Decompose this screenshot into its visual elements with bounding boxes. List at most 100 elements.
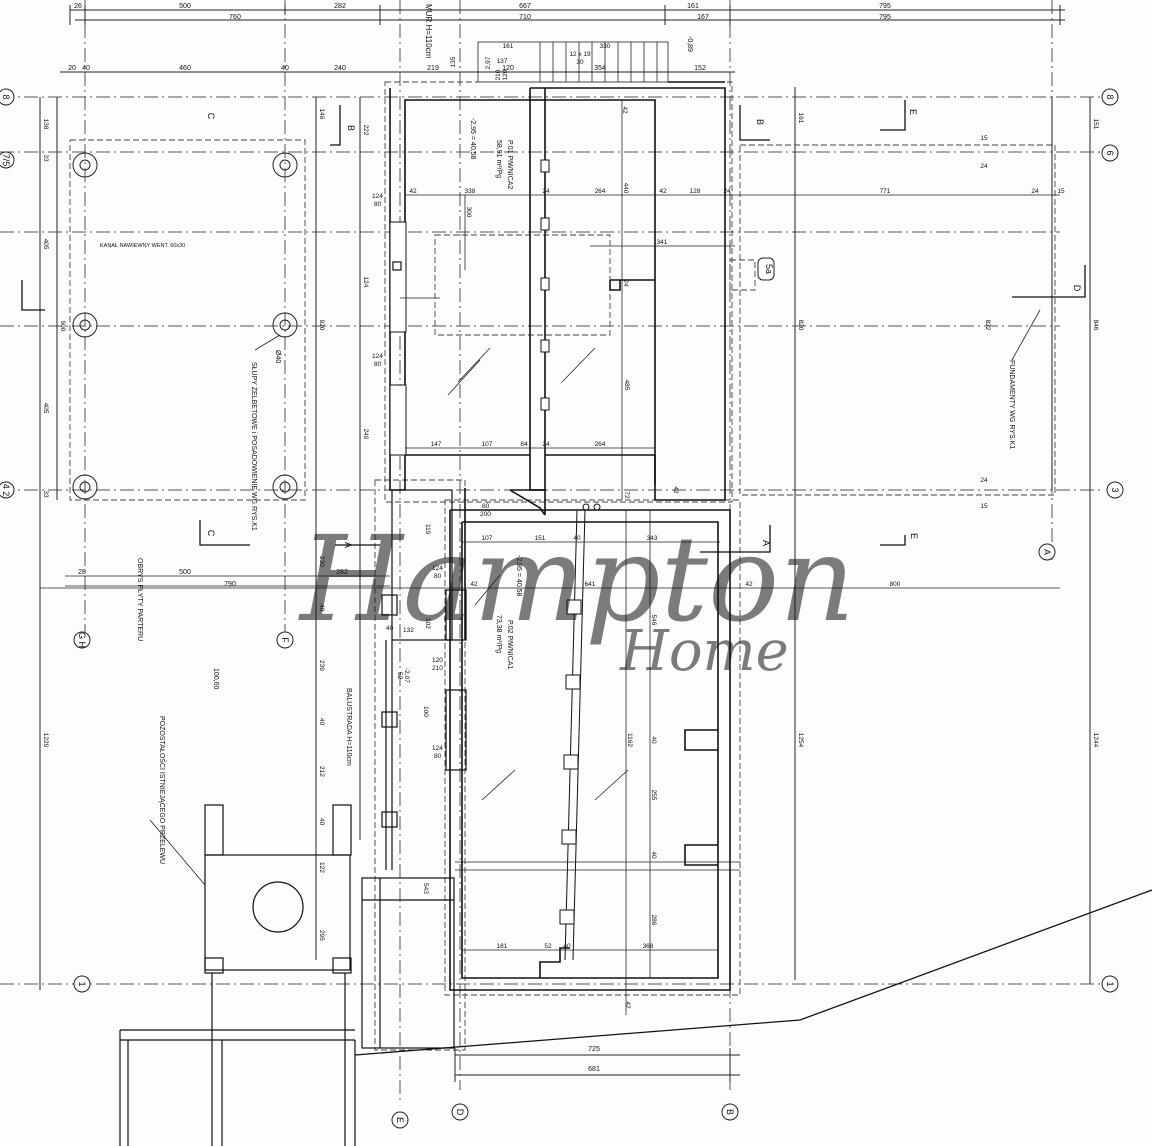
room2-dim-42d: 42 [672, 486, 679, 494]
room1-dim-42-top: 42 [621, 106, 628, 114]
section-mark-b-right: B [755, 119, 765, 125]
foundation-outlines [69, 81, 1056, 1051]
section-mark-b-left: B [346, 125, 356, 131]
room2-dim-42b: 42 [745, 581, 753, 588]
top-dim-7: 760 [229, 14, 241, 21]
left-dims-texts: 138 33 405 900 405 33 146 222 920 124 24… [42, 109, 1099, 748]
col-dim-40a: 40 [318, 604, 325, 612]
room2-dim-343: 343 [647, 535, 658, 542]
columns [72, 152, 298, 500]
room1-dim-128: 128 [690, 188, 701, 195]
axis-bubbles-left [0, 88, 294, 993]
room1-dim-338: 338 [465, 188, 476, 195]
top-dim-5: 161 [687, 3, 699, 10]
room1-level: -2,95 = 40,58 [469, 118, 476, 160]
note-leaders [149, 309, 1041, 886]
site-boundary [354, 889, 1152, 1056]
room1-area: 58,91 m²/Pg [495, 140, 502, 178]
room1-dim-264: 264 [595, 188, 606, 195]
room2-dim-40b: 40 [650, 736, 657, 744]
top-dimension-lines [60, 5, 1065, 73]
section-marker-arrows [21, 100, 1086, 553]
axis-label-6-right: 6 [1105, 150, 1115, 155]
room1-walls [389, 81, 726, 501]
axis-label-3-right: 3 [1110, 487, 1120, 492]
left2-dim-4: 124 [362, 277, 369, 288]
right-dim-24b: 24 [980, 477, 988, 484]
room2-dim-42a: 42 [470, 581, 478, 588]
stair2-d: 100 [422, 706, 429, 717]
window-mark-label: 5a [764, 264, 774, 274]
entrance-dim-texts: 124 80 124 80 124 80 119 40 102 132 40 2… [318, 193, 443, 941]
top-dim-12: 40 [82, 65, 90, 72]
room1-name: P.01 PIWNICA2 [506, 140, 513, 189]
left-dim-3: 405 [42, 239, 49, 250]
left-dim-6: 33 [42, 490, 49, 498]
top-dim-2: 500 [179, 3, 191, 10]
axis-label-a-right: A [1042, 549, 1052, 555]
stair2-c: 52 [396, 672, 403, 680]
stairs-count: 30 [576, 59, 584, 66]
diameter-note: Ø40 [274, 350, 281, 363]
col-dim-239: 239 [318, 660, 325, 671]
axis-bubbles-bottom [391, 1103, 739, 1129]
top-dim-3: 282 [334, 3, 346, 10]
room-dim-264: 264 [595, 441, 606, 448]
room2-dim-800: 800 [890, 581, 901, 588]
room2-area: 73,38 m²/Pg [495, 615, 502, 653]
axis-label-8-right: 8 [1105, 94, 1115, 99]
col-dim-295: 295 [318, 930, 325, 941]
foundation-note: FUNDAMENTY WG RYS.K1 [1008, 360, 1015, 449]
axis-label-d: D [455, 1109, 465, 1116]
bottom-dim-725: 725 [588, 1046, 600, 1053]
stairs-size: 12 x 19 [569, 51, 591, 58]
room1-dim-24-small: 24 [622, 279, 629, 287]
window-mark: 5a [757, 257, 775, 281]
stairs-right-dim: 330 [600, 43, 611, 50]
section-mark-c-bottom: C [206, 530, 216, 537]
right-dim-15b: 15 [980, 503, 988, 510]
left-dimension-lines [39, 87, 1091, 990]
stair2-level: -2,07 [403, 668, 410, 683]
room2-name: P.02 PIWNICA1 [506, 620, 513, 669]
room-dim-84: 84 [520, 441, 528, 448]
left-dim-4: 900 [59, 321, 66, 332]
room2-dim-texts: 107 151 40 343 42 641 42 800 546 1162 40… [470, 486, 900, 1009]
section-mark-a-left: A [343, 542, 353, 548]
left-horizontal-dim-texts: 28 500 282 790 [78, 569, 348, 588]
axis-label-4-2-left: 4 2 [1, 484, 11, 497]
right-dim-151: 151 [1092, 119, 1099, 130]
room1-dim-24c: 24 [1031, 188, 1039, 195]
col-dim-102: 102 [424, 618, 431, 629]
door-a: 80 [482, 503, 490, 510]
room2-inner-dim-lines [40, 510, 1060, 1015]
stairs-h5: 135 [450, 56, 457, 67]
axis-bubbles-right [1038, 88, 1124, 993]
remains-structure [119, 804, 356, 1146]
top-dim-4: 667 [519, 3, 531, 10]
room1-wall-openings [389, 159, 550, 456]
col-dim-80b: 80 [374, 361, 382, 368]
left2-dim-3: 920 [318, 320, 325, 331]
room-dim-300: 300 [465, 207, 472, 218]
level-note: -0,89 [686, 36, 693, 52]
left-dim-1: 138 [42, 119, 49, 130]
stairs-top-labels: 12 x 19 30 161 330 2,97 120 210 137 135 [450, 43, 611, 80]
right-dim-15a: 15 [980, 135, 988, 142]
room1-dim-42b: 42 [659, 188, 667, 195]
watermark: Hampton Home [298, 510, 855, 684]
col-dim-40b: 40 [386, 625, 394, 632]
stairs-top-dim: 161 [503, 43, 514, 50]
col-dim-230: 230 [318, 556, 325, 567]
room1-dim-24b: 24 [723, 188, 731, 195]
room-dim-24: 24 [542, 441, 550, 448]
right-dim-822: 822 [984, 320, 991, 331]
stair2-a: 120 [432, 657, 443, 664]
stair2-e: 543 [422, 883, 429, 894]
axis-label-b: B [725, 1109, 735, 1115]
stair2-b: 210 [432, 665, 443, 672]
room2-labels: P.02 PIWNICA1 73,38 m²/Pg -2,95 = 40,58 [495, 555, 522, 669]
bottom-dim-681: 681 [588, 1066, 600, 1073]
